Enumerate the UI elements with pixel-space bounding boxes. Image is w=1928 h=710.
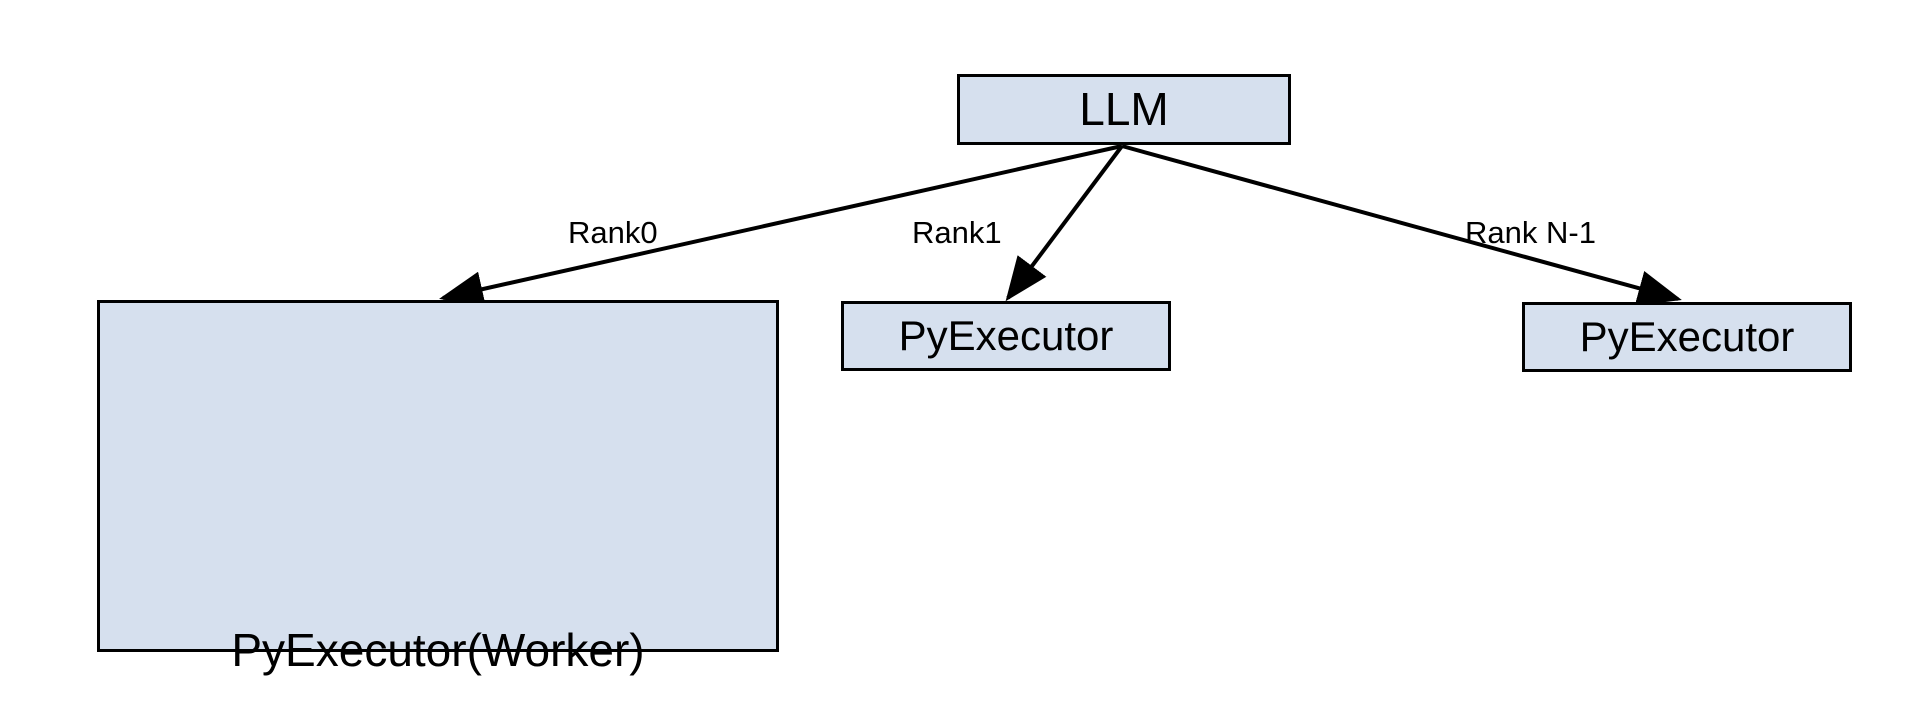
node-pyexecutor-worker-label: PyExecutor(Worker) [231, 624, 645, 676]
node-llm-label: LLM [1079, 83, 1169, 136]
edge-label-rank1: Rank1 [912, 215, 1002, 250]
node-pyexecutor-rank1[interactable]: PyExecutor [841, 301, 1171, 371]
edge-label-rank-n-1: Rank N-1 [1465, 215, 1596, 250]
edge-llm-to-worker [439, 144, 1123, 307]
node-pyexecutor-rank1-label: PyExecutor [898, 311, 1114, 359]
edge-label-rank0: Rank0 [568, 215, 658, 250]
edge-llm-to-executor-rank1 [1005, 144, 1124, 302]
node-llm[interactable]: LLM [957, 74, 1291, 145]
node-pyexecutor-rankn[interactable]: PyExecutor [1522, 302, 1852, 372]
node-pyexecutor-worker[interactable]: PyExecutor(Worker) Scheduler ModelEngine… [97, 300, 779, 675]
node-pyexecutor-rankn-label: PyExecutor [1579, 312, 1795, 360]
